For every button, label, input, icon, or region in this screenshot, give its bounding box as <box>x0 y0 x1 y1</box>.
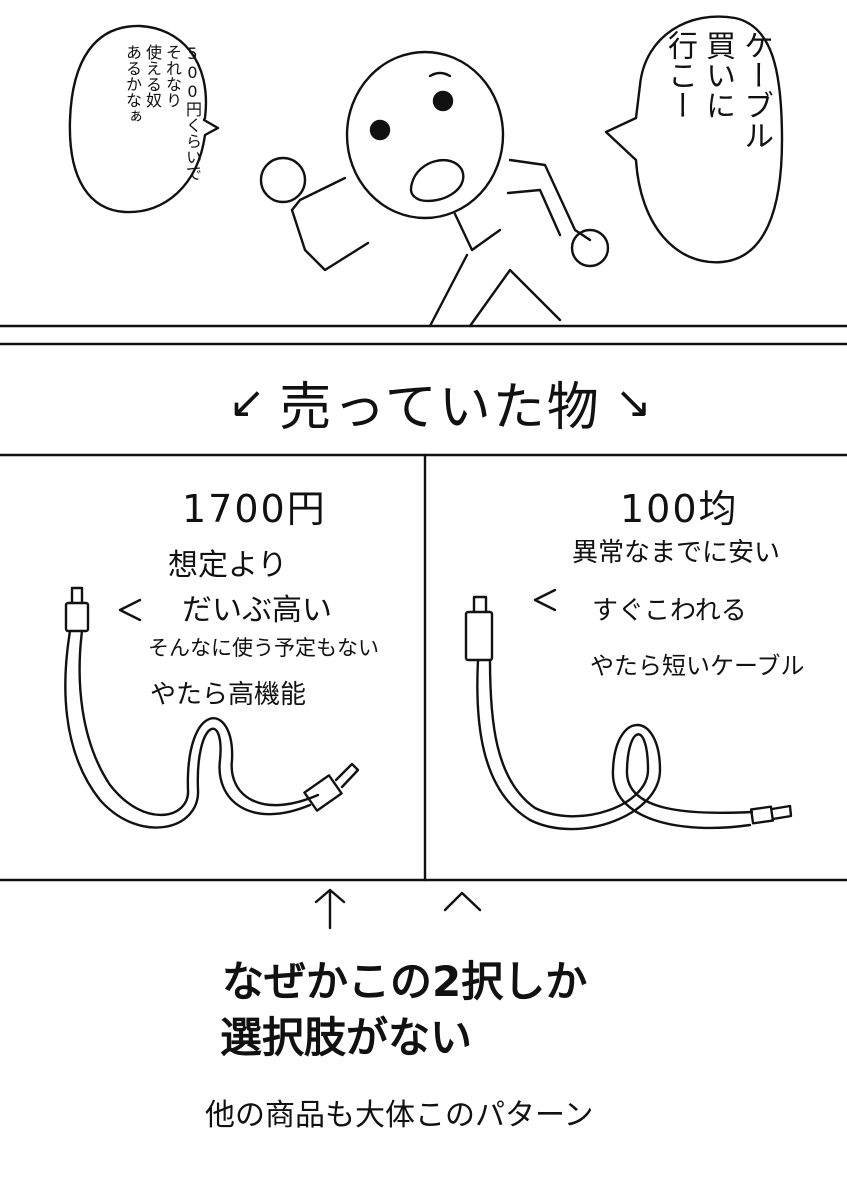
left-note-1: 想定より <box>168 548 288 583</box>
main-caption-line-2: 選択肢がない <box>220 1013 473 1062</box>
footer-caption: 他の商品も大体このパターン <box>205 1098 594 1133</box>
right-note-1: 異常なまでに安い <box>572 538 781 568</box>
right-note-3: やたら短いケーブル <box>590 652 805 680</box>
figure-right-arm <box>508 158 592 242</box>
bubble-right-line-2: 買いに <box>700 30 735 120</box>
main-caption-line-1: なぜかこの2択しか <box>222 957 588 1006</box>
right-price: 100均 <box>620 487 739 531</box>
figure-right-arm-back <box>506 188 562 237</box>
cable-left-plug <box>303 774 343 812</box>
speech-bubble-right-text: ケーブル 買いに 行こー <box>660 30 773 250</box>
cable-right-drawing <box>464 595 793 831</box>
left-note-2: だいぶ高い <box>182 593 332 628</box>
heading-row: ↙ 売っていた物 ↘ <box>210 362 670 442</box>
left-note-3: そんなに使う予定もない <box>148 636 379 660</box>
heading-title: 売っていた物 <box>279 377 601 438</box>
cable-right-plug <box>749 805 775 825</box>
up-arrow-left-shape <box>314 888 346 930</box>
figure-leg-right <box>468 268 562 328</box>
cable-right-connector <box>464 610 494 662</box>
cable-left-drawing <box>64 586 360 829</box>
bubble-left-line-4: あるかなぁ <box>123 44 142 124</box>
bubble-left-line-2: それなり <box>163 44 182 108</box>
figure-brow <box>428 71 452 78</box>
figure-eye-right <box>432 90 454 112</box>
bubble-left-line-1: 500円くらいで <box>183 44 202 181</box>
figure-mouth <box>409 159 465 203</box>
up-arrow-right-shape <box>443 891 482 912</box>
arrow-to-right-cable <box>533 588 557 612</box>
left-price: 1700円 <box>182 487 327 531</box>
figure-left-arm <box>290 176 370 272</box>
heading-arrow-right-icon: ↘ <box>614 376 652 428</box>
speech-bubble-left-text: 500円くらいで それなり 使える奴 あるかなぁ <box>88 44 202 204</box>
speech-bubble-left <box>68 24 220 214</box>
figure-left-fist <box>259 156 307 204</box>
running-figure <box>259 50 610 328</box>
cable-left-connector <box>64 601 90 633</box>
speech-bubble-right <box>604 15 784 264</box>
figure-torso <box>453 212 502 252</box>
heading-arrow-left-icon: ↙ <box>228 376 266 428</box>
figure-leg-left <box>428 253 469 328</box>
figure-right-fist <box>570 228 610 268</box>
arrow-to-left-cable <box>118 598 142 622</box>
bubble-right-line-3: 行こー <box>662 30 697 120</box>
left-note-4: やたら高機能 <box>150 680 307 710</box>
bubble-right-line-1: ケーブル <box>738 30 773 150</box>
bubble-left-line-3: 使える奴 <box>143 44 162 108</box>
figure-head <box>345 50 505 220</box>
right-note-2: すぐこわれる <box>592 596 747 626</box>
figure-eye-left <box>369 119 391 141</box>
